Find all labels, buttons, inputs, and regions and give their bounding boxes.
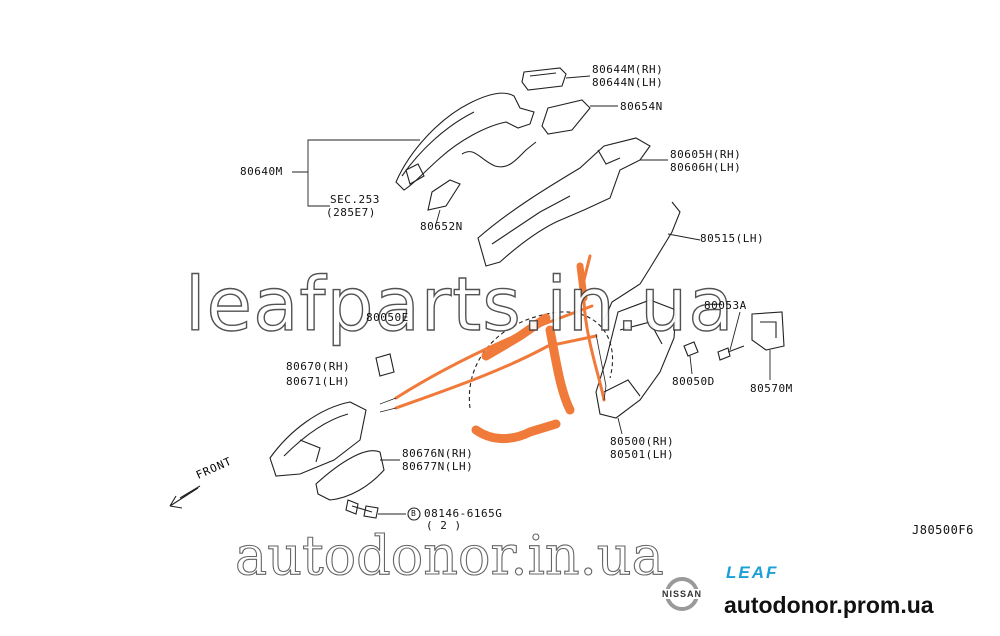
label-80515: 80515(LH) [700, 232, 765, 245]
front-arrow-icon [169, 485, 201, 509]
leader-80640 [292, 139, 420, 207]
leader-80652 [435, 209, 441, 225]
label-80605h: 80605H(RH) [670, 148, 742, 161]
outside-handle-part [395, 92, 535, 191]
label-80644m: 80644M(RH) [592, 63, 664, 76]
watermark-leafparts: leafparts.in.ua [184, 261, 735, 348]
leader-80050d [689, 355, 693, 375]
label-80570m: 80570M [750, 382, 793, 395]
inside-escutcheon-part [315, 450, 385, 501]
label-80652n: 80652N [420, 220, 463, 233]
label-80050d: 80050D [672, 375, 715, 388]
clip-part [375, 353, 395, 377]
handle-bracket-part [477, 137, 651, 267]
leader-80644 [565, 75, 591, 79]
label-bolt: 08146-6165G [424, 507, 503, 520]
nissan-logo-text: NISSAN [654, 589, 710, 599]
bolt-marker: B [411, 509, 417, 518]
label-80677n: 80677N(LH) [402, 460, 474, 473]
leader-80500 [617, 417, 623, 435]
leaf-logo: LEAF [726, 563, 779, 582]
label-80671: 80671(LH) [286, 375, 351, 388]
label-sec-253: SEC.253 [330, 193, 380, 206]
label-80644n: 80644N(LH) [592, 76, 664, 89]
label-80606h: 80606H(LH) [670, 161, 742, 174]
diagram-code: J80500F6 [912, 523, 974, 537]
label-80053a: 80053A [704, 299, 747, 312]
watermark-autodonor: autodonor.in.ua [234, 523, 664, 587]
site-url: autodonor.prom.ua [724, 592, 934, 618]
label-80676n: 80676N(RH) [402, 447, 474, 460]
lock-rod [603, 201, 681, 321]
label-bolt-qty: ( 2 ) [426, 519, 462, 532]
bolt-marker-circle [407, 507, 421, 521]
inside-handle-part [269, 401, 367, 477]
handle-cap-part [521, 67, 567, 91]
small-clip-part [683, 341, 699, 357]
escutcheon-part [427, 179, 461, 211]
label-80501: 80501(LH) [610, 448, 675, 461]
handle-rod [461, 141, 537, 168]
bolt-part [345, 499, 379, 519]
label-80670: 80670(RH) [286, 360, 351, 373]
label-80500: 80500(RH) [610, 435, 675, 448]
screw-part [717, 345, 745, 361]
label-80050e: 80050E [366, 311, 409, 324]
leader-80053 [729, 311, 741, 351]
striker-part [751, 311, 785, 351]
dashed-cable [468, 311, 614, 409]
label-80654n: 80654N [620, 100, 663, 113]
label-285e7: (285E7) [326, 206, 376, 219]
label-80640m: 80640M [240, 165, 283, 178]
gasket-part [541, 99, 591, 135]
leader-80515 [667, 233, 701, 241]
highlighted-cables [394, 254, 606, 443]
